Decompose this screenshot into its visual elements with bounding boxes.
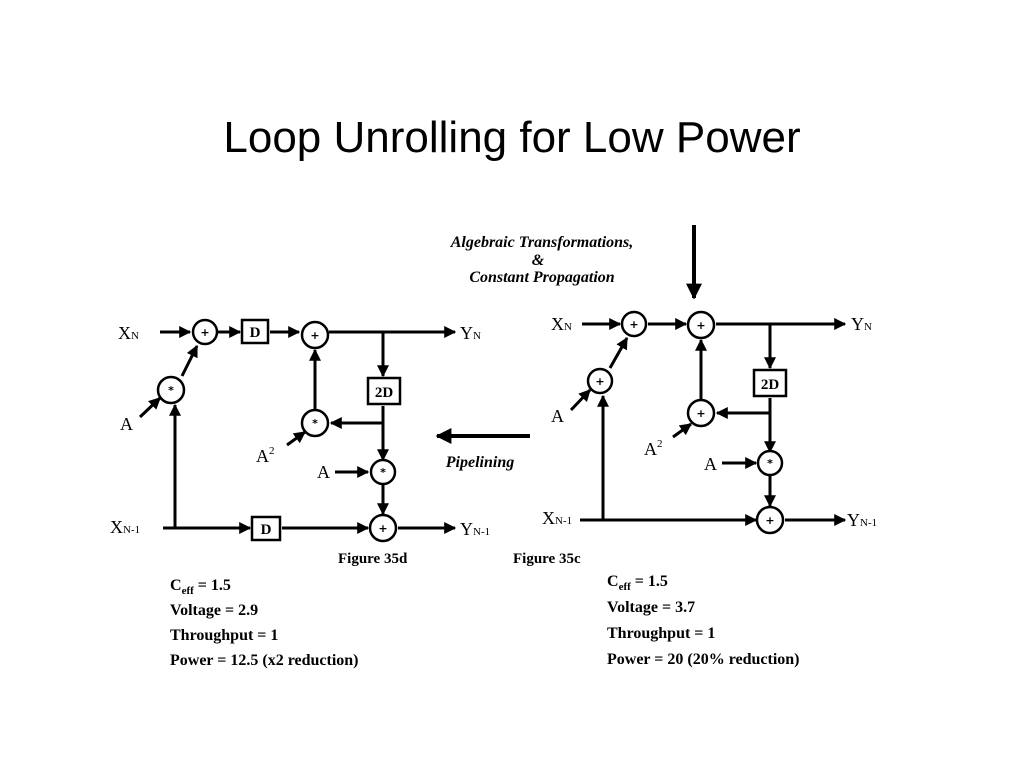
adder-node — [686, 310, 716, 340]
plus-symbol: + — [629, 318, 638, 331]
plus-symbol: + — [200, 326, 209, 339]
times-symbol: * — [380, 466, 386, 479]
label-yn: YN — [460, 323, 481, 343]
adder-node — [300, 320, 330, 350]
stat-throughput: Throughput = 1 — [170, 627, 278, 644]
stat-ceff: Ceff = 1.5 — [607, 573, 668, 593]
plus-symbol: + — [765, 514, 774, 527]
transform-annotation-line1: Algebraic Transformations, — [450, 234, 634, 251]
multiplier-node — [300, 408, 330, 438]
label-yn-1: YN-1 — [847, 510, 877, 530]
label-a: A — [704, 454, 717, 474]
delay-box-d — [250, 515, 282, 542]
figure-35d: + + * * * + D 2D D XN YN A A2 A XN-1 YN-… — [110, 318, 490, 669]
wire — [672, 422, 692, 439]
multiplier-node — [756, 449, 784, 477]
label-yn-1: YN-1 — [460, 519, 490, 539]
wire — [180, 344, 199, 377]
adder-node — [368, 513, 398, 543]
label-yn: YN — [851, 314, 872, 334]
delay-box-2d — [366, 376, 402, 406]
label-a-squared: A2 — [644, 438, 663, 459]
plus-symbol: + — [696, 319, 705, 332]
plus-symbol: + — [378, 522, 387, 535]
label-a-squared: A2 — [256, 445, 275, 466]
label-xn: XN — [551, 314, 572, 334]
plus-symbol: + — [595, 375, 604, 388]
label-a: A — [317, 462, 330, 482]
wire — [569, 388, 592, 412]
multiplier-node — [369, 458, 397, 486]
transform-annotation-line2: & — [532, 252, 545, 269]
wire — [286, 430, 306, 447]
figure-caption: Figure 35c — [513, 551, 581, 567]
adder-node — [686, 398, 716, 428]
wire — [608, 336, 629, 369]
label-xn-1: XN-1 — [542, 508, 572, 528]
stat-ceff: Ceff = 1.5 — [170, 577, 231, 597]
slide-title: Loop Unrolling for Low Power — [223, 113, 800, 162]
stat-voltage: Voltage = 3.7 — [607, 599, 695, 616]
delay-box-2d — [752, 368, 788, 398]
times-symbol: * — [312, 417, 318, 430]
stat-throughput: Throughput = 1 — [607, 625, 715, 642]
pipelining-label: Pipelining — [445, 454, 514, 471]
label-xn-1: XN-1 — [110, 517, 140, 537]
delay-box-d — [240, 318, 270, 345]
label-a: A — [551, 406, 564, 426]
multiplier-node — [156, 375, 186, 405]
figure-35c: + + + + * + 2D XN YN A A2 A XN-1 YN-1 Fi… — [513, 310, 877, 668]
adder-node — [755, 505, 785, 535]
wire — [138, 396, 162, 419]
stat-power: Power = 20 (20% reduction) — [607, 651, 800, 668]
plus-symbol: + — [310, 329, 319, 342]
delay-label: 2D — [761, 377, 780, 393]
times-symbol: * — [168, 384, 174, 397]
adder-node — [191, 318, 219, 346]
label-a: A — [120, 414, 133, 434]
times-symbol: * — [767, 457, 773, 470]
figure-caption: Figure 35d — [338, 551, 408, 567]
adder-node — [586, 367, 614, 395]
delay-label: D — [261, 522, 272, 538]
delay-label: 2D — [375, 385, 394, 401]
transform-annotation-line3: Constant Propagation — [469, 269, 614, 286]
adder-node — [620, 310, 648, 338]
stat-power: Power = 12.5 (x2 reduction) — [170, 652, 359, 669]
plus-symbol: + — [696, 407, 705, 420]
delay-label: D — [250, 325, 261, 341]
stat-voltage: Voltage = 2.9 — [170, 602, 258, 619]
label-xn: XN — [118, 323, 139, 343]
